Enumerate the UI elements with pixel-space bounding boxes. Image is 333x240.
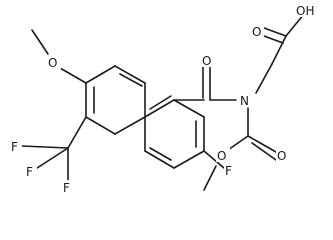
bond-c4-c4a: [144, 150, 175, 169]
bond-cacid-o: [263, 27, 287, 37]
bond-cacid-o-dbl: [263, 35, 284, 44]
bond-ccarb-odbl-inner: [251, 142, 277, 161]
atom-carbamate-o-double: O: [277, 149, 286, 163]
bond-osingle-ch3: [203, 165, 217, 191]
bond-c4a-c5: [85, 116, 116, 135]
bond-ccarb-osingle: [227, 135, 249, 151]
bond-c1-c2: [173, 99, 205, 118]
atom-ring-f: F: [225, 164, 232, 178]
atom-n: N: [240, 94, 249, 108]
bond-ch2-cacid: [271, 35, 287, 65]
atom-f1: F: [11, 140, 18, 154]
bond-c5-cf3: [67, 116, 87, 149]
atom-ether-o: O: [48, 56, 57, 70]
bond-c8a-c1-inner: [149, 95, 172, 110]
atom-carbamate-o-single: O: [217, 149, 226, 163]
bond-cacid-oh: [285, 13, 305, 37]
bond-c8a-c1: [144, 99, 175, 118]
bond-c6-ome: [59, 67, 87, 84]
bond-c8a-c4a: [114, 116, 146, 135]
bond-ccarb-odbl: [247, 135, 277, 153]
bond-c4-c4a-inner: [149, 147, 172, 161]
atom-amide-o: O: [202, 54, 211, 68]
atom-f2: F: [26, 165, 33, 179]
molecule-drawing: OH O N O O O O F F F F: [11, 4, 315, 195]
bond-c6-c7: [85, 65, 116, 84]
atom-oh: OH: [296, 4, 314, 18]
bond-ome-ch3: [31, 29, 49, 55]
bond-c7-c8-inner: [119, 73, 143, 87]
bond-cf3-f1: [21, 145, 69, 149]
bond-c3-f: [203, 150, 225, 169]
atom-f3: F: [63, 181, 70, 195]
atom-acid-o: O: [252, 25, 261, 39]
structure-diagram: OH O N O O O O F F F F: [11, 4, 315, 195]
bond-n-ch2: [255, 63, 273, 94]
bond-c3-c4: [173, 150, 205, 169]
bond-cf3-f2: [33, 147, 69, 171]
bond-c7-c8: [114, 65, 146, 84]
